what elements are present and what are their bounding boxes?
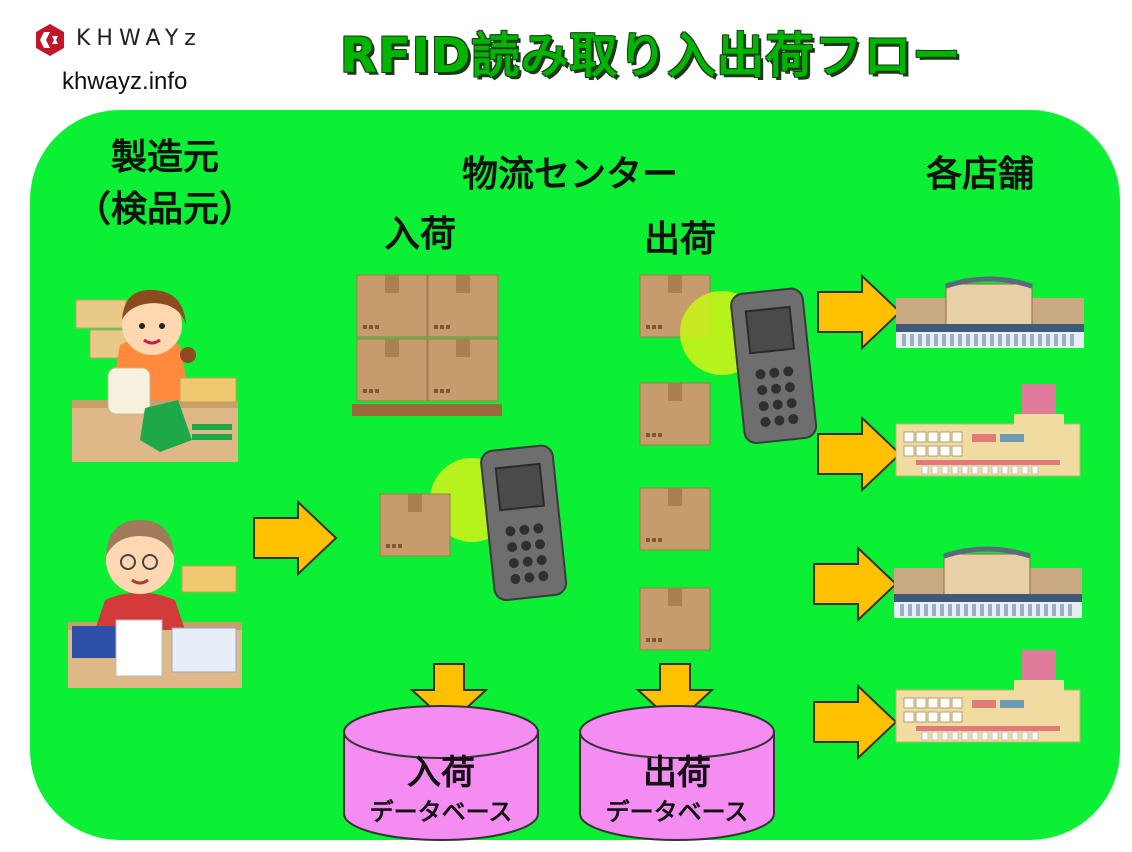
heading-inbound: 入荷: [383, 214, 456, 255]
outbound-box-4: [639, 587, 711, 651]
inbound-db-subtitle: データベース: [369, 798, 513, 826]
store-mall-2: [894, 549, 1082, 618]
arrow-to-store-3: [813, 547, 897, 621]
logo-url[interactable]: khwayz.info: [62, 68, 188, 95]
arrow-to-store-4: [813, 685, 897, 759]
heading-stores: 各店舗: [925, 154, 1034, 195]
factory-worker-sewing: [72, 289, 238, 462]
heading-outbound: 出荷: [643, 219, 716, 260]
inbound-pallet: [352, 274, 502, 416]
outbound-db-subtitle: データベース: [605, 798, 749, 826]
inbound-rfid-scanner: [479, 443, 569, 603]
arrow-to-store-1: [817, 275, 901, 349]
arrow-to-inbound: [253, 501, 337, 575]
logo-mark-icon: [36, 24, 64, 56]
arrow-to-store-2: [817, 417, 901, 491]
brand-logo: KHWAYz khwayz.info: [32, 18, 232, 98]
factory-worker-packing: [68, 520, 242, 688]
store-mall-1: [896, 279, 1084, 348]
inbound-db-title: 入荷: [407, 753, 475, 793]
heading-manufacturer: 製造元: [110, 137, 219, 178]
store-shop-1: [895, 383, 1081, 477]
heading-logistics-center: 物流センター: [461, 154, 678, 195]
outbound-box-3: [639, 487, 711, 551]
outbound-rfid-scanner: [729, 286, 819, 446]
page-title: RFID読み取り入出荷フロー: [340, 28, 962, 84]
store-shop-2: [895, 649, 1081, 743]
heading-inspector: （検品元）: [74, 189, 255, 230]
outbound-box-2: [639, 382, 711, 446]
inbound-scanned-box: [379, 493, 451, 557]
outbound-db-title: 出荷: [643, 753, 711, 793]
logo-brand-text: KHWAYz: [76, 26, 202, 51]
